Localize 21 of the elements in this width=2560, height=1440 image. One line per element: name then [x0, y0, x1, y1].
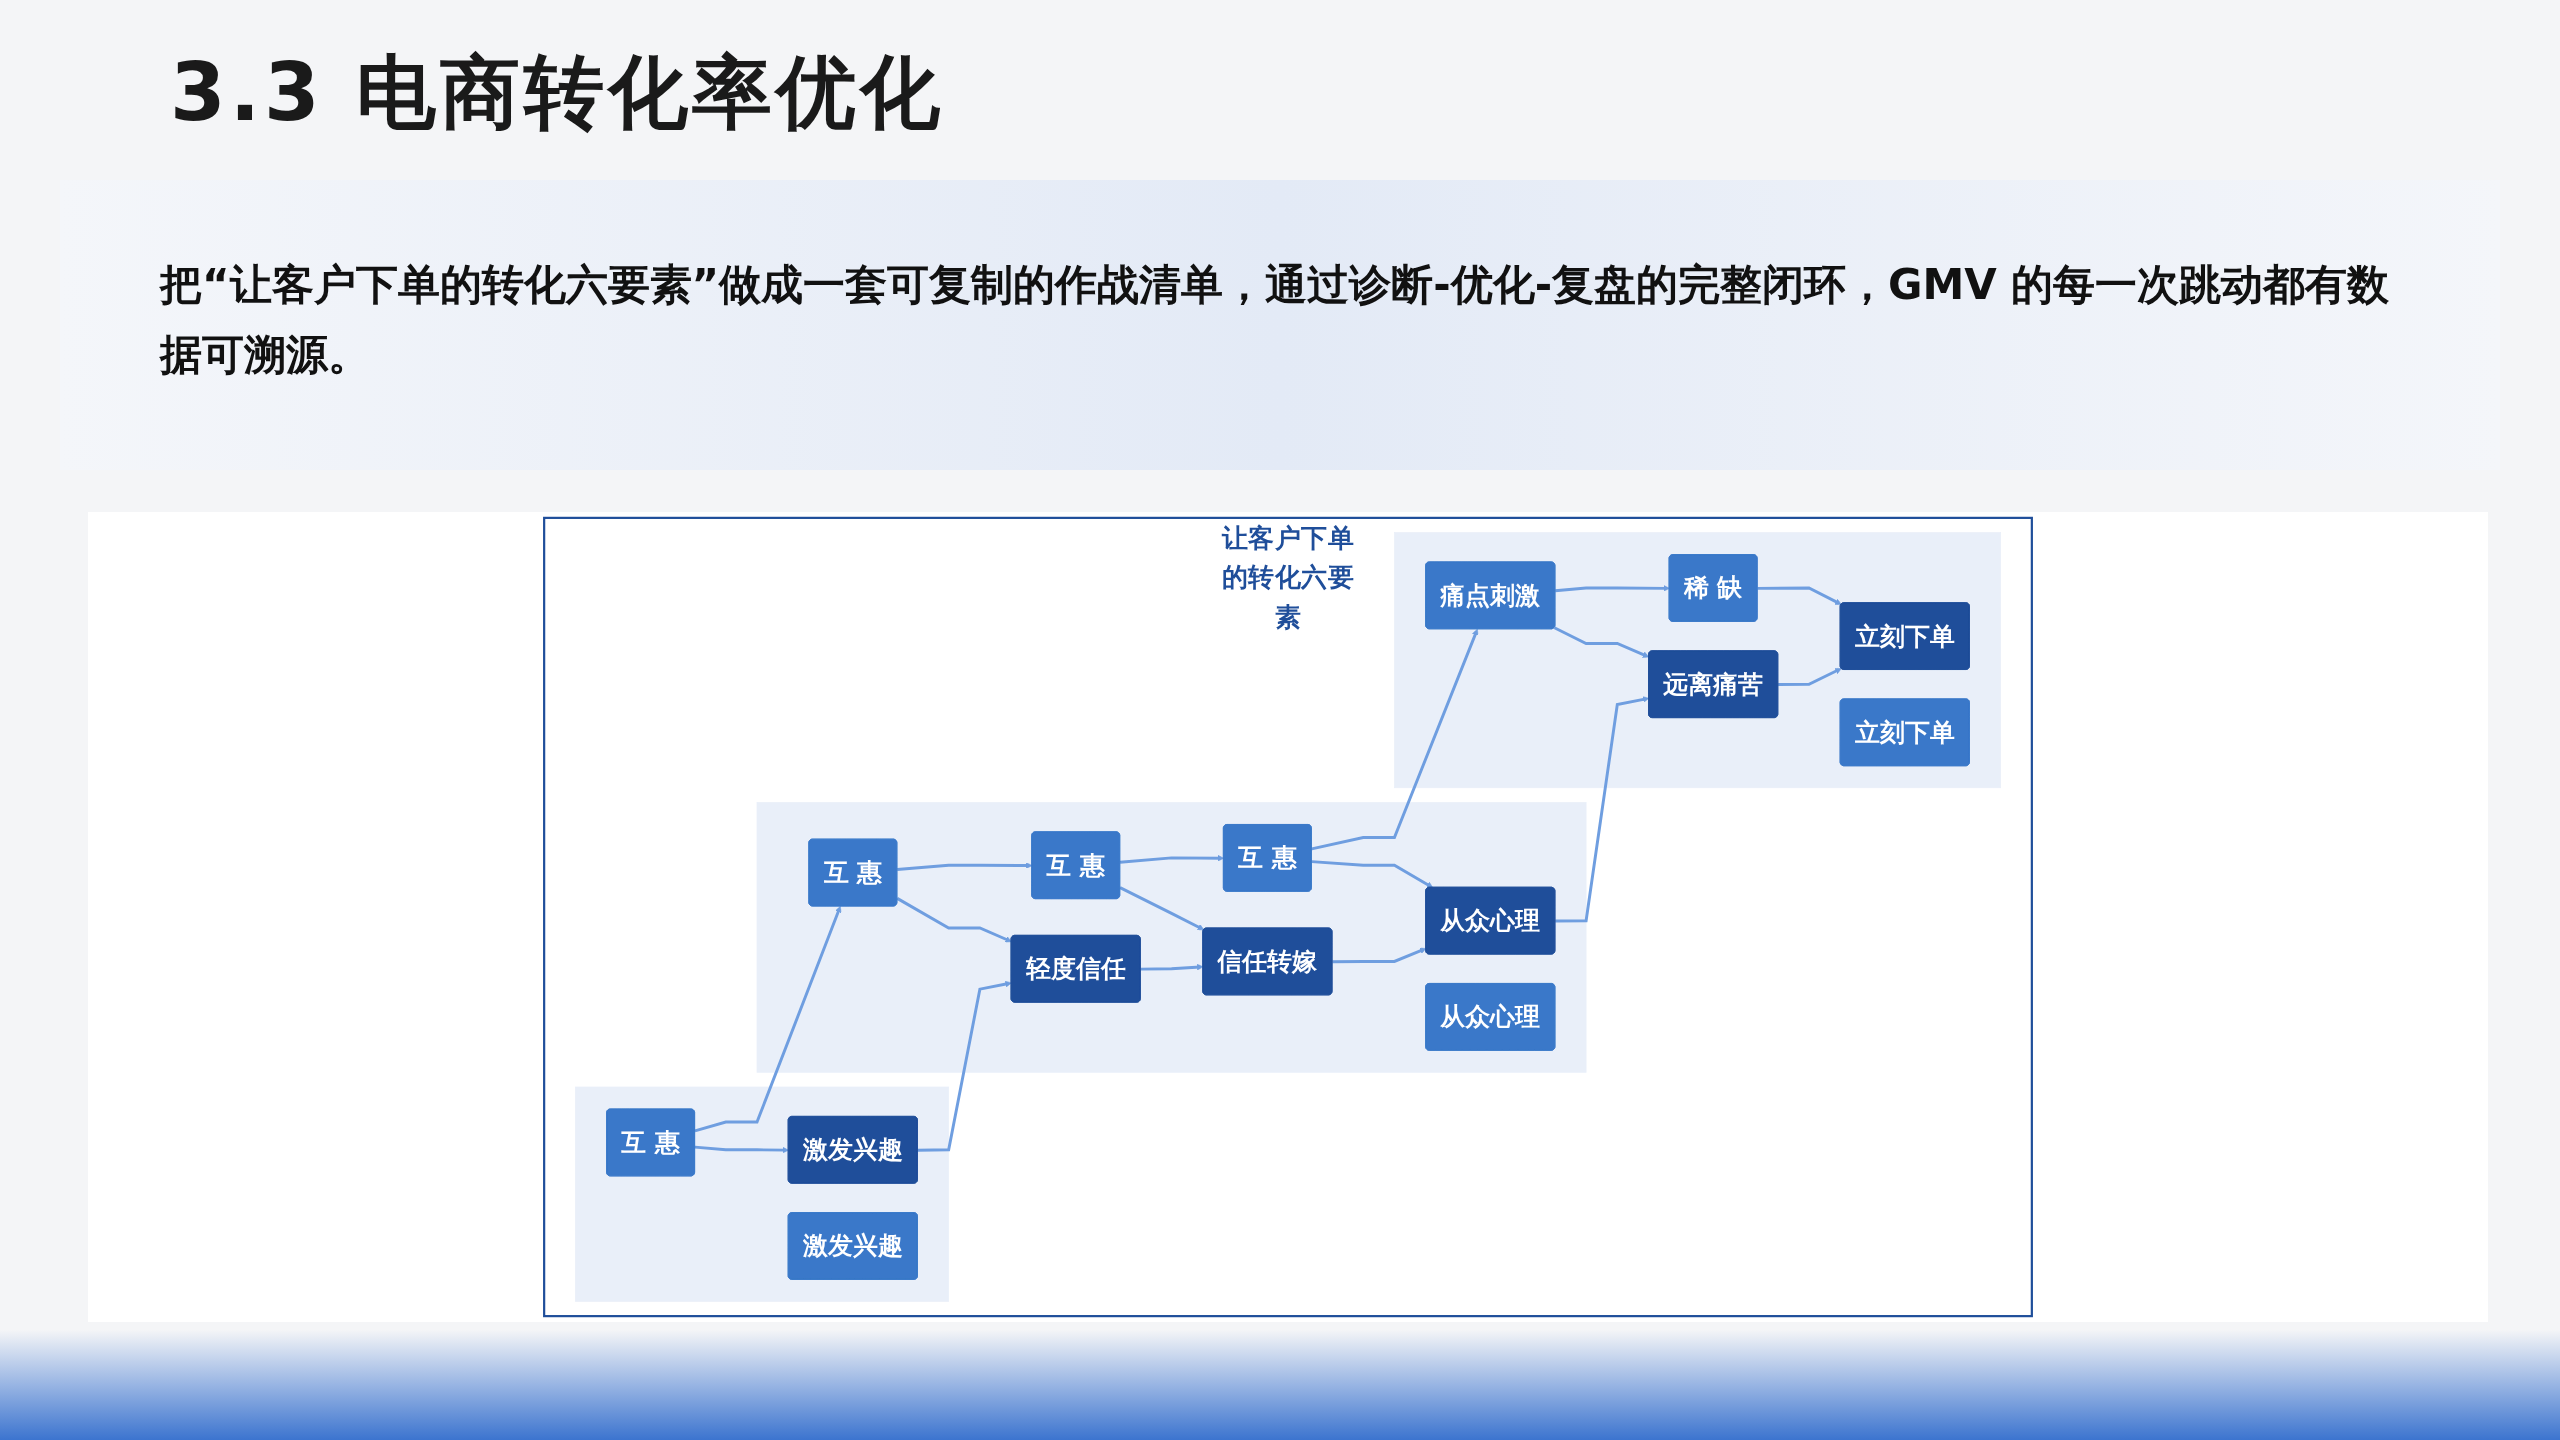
cluster — [756, 802, 1587, 1073]
arrow — [1311, 628, 1479, 851]
arrow — [897, 862, 1033, 872]
arrow — [1555, 696, 1650, 923]
arrow — [1332, 947, 1427, 964]
arrow — [1778, 668, 1842, 687]
arrow — [917, 980, 1012, 1152]
arrow — [1757, 586, 1842, 605]
arrow — [694, 1145, 789, 1154]
arrow — [1555, 585, 1670, 593]
arrow — [1553, 626, 1650, 658]
arrow — [896, 897, 1012, 943]
arrow — [1119, 886, 1205, 931]
page-title: 3.3 电商转化率优化 — [170, 45, 944, 141]
arrow — [1311, 860, 1434, 888]
intro-paragraph: 把“让客户下单的转化六要素”做成一套可复制的作战清单，通过诊断-优化-复盘的完整闭环，GMV 的每一次跳动都有数据可溯源。 — [160, 259, 2391, 381]
arrow — [1140, 963, 1204, 971]
arrow — [1119, 855, 1225, 864]
arrow — [694, 906, 842, 1133]
cluster — [1394, 532, 2001, 789]
cluster — [575, 1086, 950, 1302]
